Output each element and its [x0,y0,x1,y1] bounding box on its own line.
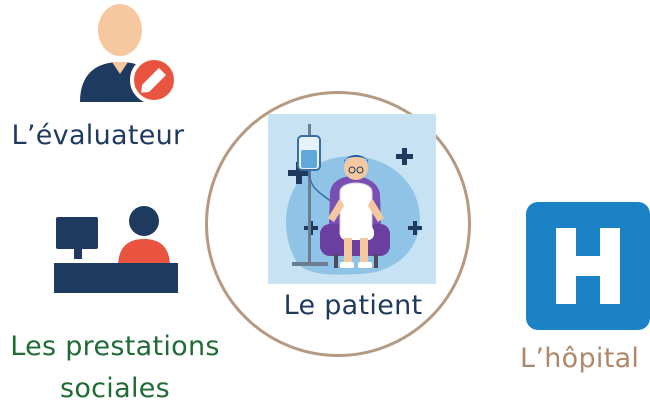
evaluator-icon [80,4,178,104]
evaluator-label: L’évaluateur [11,120,185,151]
hospital-label: L’hôpital [520,343,640,374]
social-services-label: Les prestations sociales [0,326,230,410]
reception-desk-icon [54,206,178,293]
patient-label: Le patient [283,290,423,321]
social-services-label-line1: Les prestations [10,331,220,362]
patient-illustration [268,114,436,284]
social-services-label-line2: sociales [59,373,171,404]
hospital-h-icon [526,202,650,330]
